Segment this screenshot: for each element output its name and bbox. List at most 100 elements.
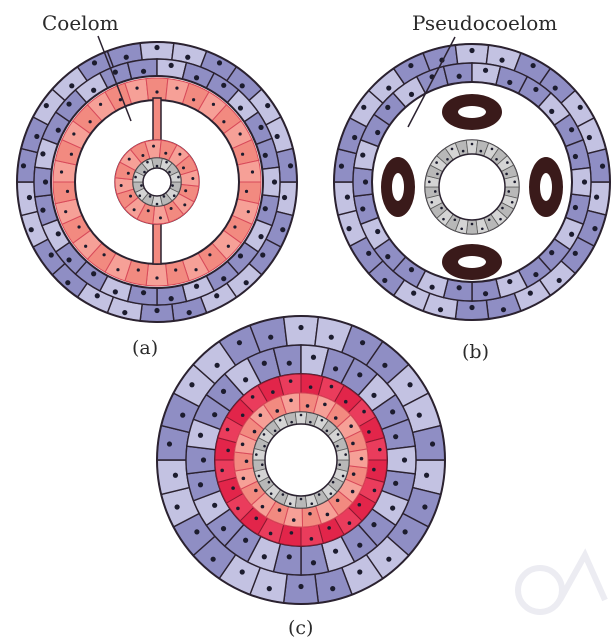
cell-nucleus — [337, 433, 340, 436]
cell-nucleus — [128, 158, 131, 161]
cell-nucleus — [66, 190, 69, 193]
cell-nucleus — [318, 493, 321, 496]
cell-nucleus — [348, 521, 352, 525]
cell-nucleus — [417, 413, 422, 418]
cell-nucleus — [263, 433, 266, 436]
cell-nucleus — [408, 63, 413, 68]
cell-nucleus — [260, 252, 265, 257]
cell-nucleus — [573, 251, 578, 256]
cell-nucleus — [247, 210, 250, 213]
cell-nucleus — [506, 161, 509, 164]
cell — [348, 449, 368, 468]
cell-nucleus — [169, 296, 174, 301]
cell-nucleus — [243, 377, 248, 382]
caption-a: (a) — [132, 337, 158, 359]
cell-nucleus — [382, 278, 387, 283]
caption-b: (b) — [462, 341, 489, 363]
cell-nucleus — [357, 372, 362, 377]
cell-nucleus — [501, 207, 504, 210]
cell-nucleus — [491, 148, 494, 151]
cell — [234, 452, 254, 471]
cell — [284, 316, 319, 346]
cell-nucleus — [483, 68, 488, 73]
cell-nucleus — [310, 502, 313, 505]
cell-nucleus — [149, 195, 152, 198]
cell-nucleus — [280, 227, 285, 232]
cell-nucleus — [159, 216, 162, 219]
cell-nucleus — [254, 489, 258, 493]
cell-nucleus — [371, 393, 376, 398]
cell-nucleus — [528, 291, 533, 296]
cell-nucleus — [270, 492, 273, 495]
cell-nucleus — [373, 489, 377, 493]
cell-nucleus — [165, 161, 168, 164]
cell-nucleus — [221, 389, 226, 394]
cell-nucleus — [113, 289, 118, 294]
cell-nucleus — [390, 505, 395, 510]
cell-nucleus — [163, 195, 166, 198]
cell-nucleus — [263, 206, 268, 211]
cell-nucleus — [265, 103, 270, 108]
cell-nucleus — [66, 257, 71, 262]
cell-nucleus — [553, 85, 558, 90]
cell-nucleus — [272, 179, 277, 184]
cell-nucleus — [300, 498, 303, 501]
cell-nucleus — [334, 416, 338, 420]
cell-nucleus — [385, 105, 390, 110]
cell-nucleus — [333, 366, 338, 371]
cell-nucleus — [481, 227, 484, 230]
cell-nucleus — [289, 379, 293, 383]
cell-nucleus — [102, 253, 105, 256]
cell-nucleus — [587, 135, 592, 140]
cell-nucleus — [345, 195, 350, 200]
cell-nucleus — [89, 120, 92, 123]
caption-c: (c) — [288, 617, 313, 639]
cell-nucleus — [462, 150, 465, 153]
cell-nucleus — [212, 412, 217, 417]
cell-nucleus — [428, 181, 431, 184]
pseudocoelom-label: Pseudocoelom — [412, 11, 557, 35]
cell-nucleus — [233, 225, 236, 228]
cell-nucleus — [64, 210, 67, 213]
cell-nucleus — [327, 526, 331, 530]
cell-nucleus — [531, 63, 536, 68]
cell-nucleus — [346, 226, 351, 231]
cell-nucleus — [70, 153, 73, 156]
cell-nucleus — [351, 490, 355, 494]
cell-nucleus — [180, 413, 185, 418]
cell-nucleus — [430, 285, 435, 290]
cell-nucleus — [95, 293, 100, 298]
cell — [262, 167, 280, 197]
cell-nucleus — [231, 486, 235, 490]
cell-nucleus — [21, 163, 26, 168]
cell-nucleus — [471, 223, 474, 226]
cell-nucleus — [194, 75, 199, 80]
cell-nucleus — [251, 395, 255, 399]
cell-nucleus — [282, 493, 285, 496]
cell-nucleus — [495, 158, 498, 161]
cell-nucleus — [330, 492, 333, 495]
cell-nucleus — [289, 502, 292, 505]
cell-nucleus — [411, 291, 416, 296]
cell-nucleus — [152, 145, 155, 148]
cell-nucleus — [99, 103, 102, 106]
cell-nucleus — [274, 430, 277, 433]
cell-nucleus — [140, 184, 143, 187]
cell-nucleus — [227, 245, 230, 248]
cell-nucleus — [363, 179, 368, 184]
cell-nucleus — [170, 207, 173, 210]
cell-nucleus — [134, 176, 137, 179]
cell-nucleus — [241, 442, 245, 446]
cell-nucleus — [367, 430, 371, 434]
cell-nucleus — [263, 445, 266, 448]
cell — [146, 264, 168, 286]
cell-nucleus — [407, 382, 412, 387]
cell-nucleus — [182, 166, 185, 169]
cell-nucleus — [262, 361, 267, 366]
cell-nucleus — [483, 291, 488, 296]
cell-nucleus — [77, 225, 80, 228]
cell-nucleus — [258, 234, 263, 239]
cell-nucleus — [469, 48, 474, 53]
cell-nucleus — [569, 232, 574, 237]
cell-nucleus — [40, 151, 45, 156]
